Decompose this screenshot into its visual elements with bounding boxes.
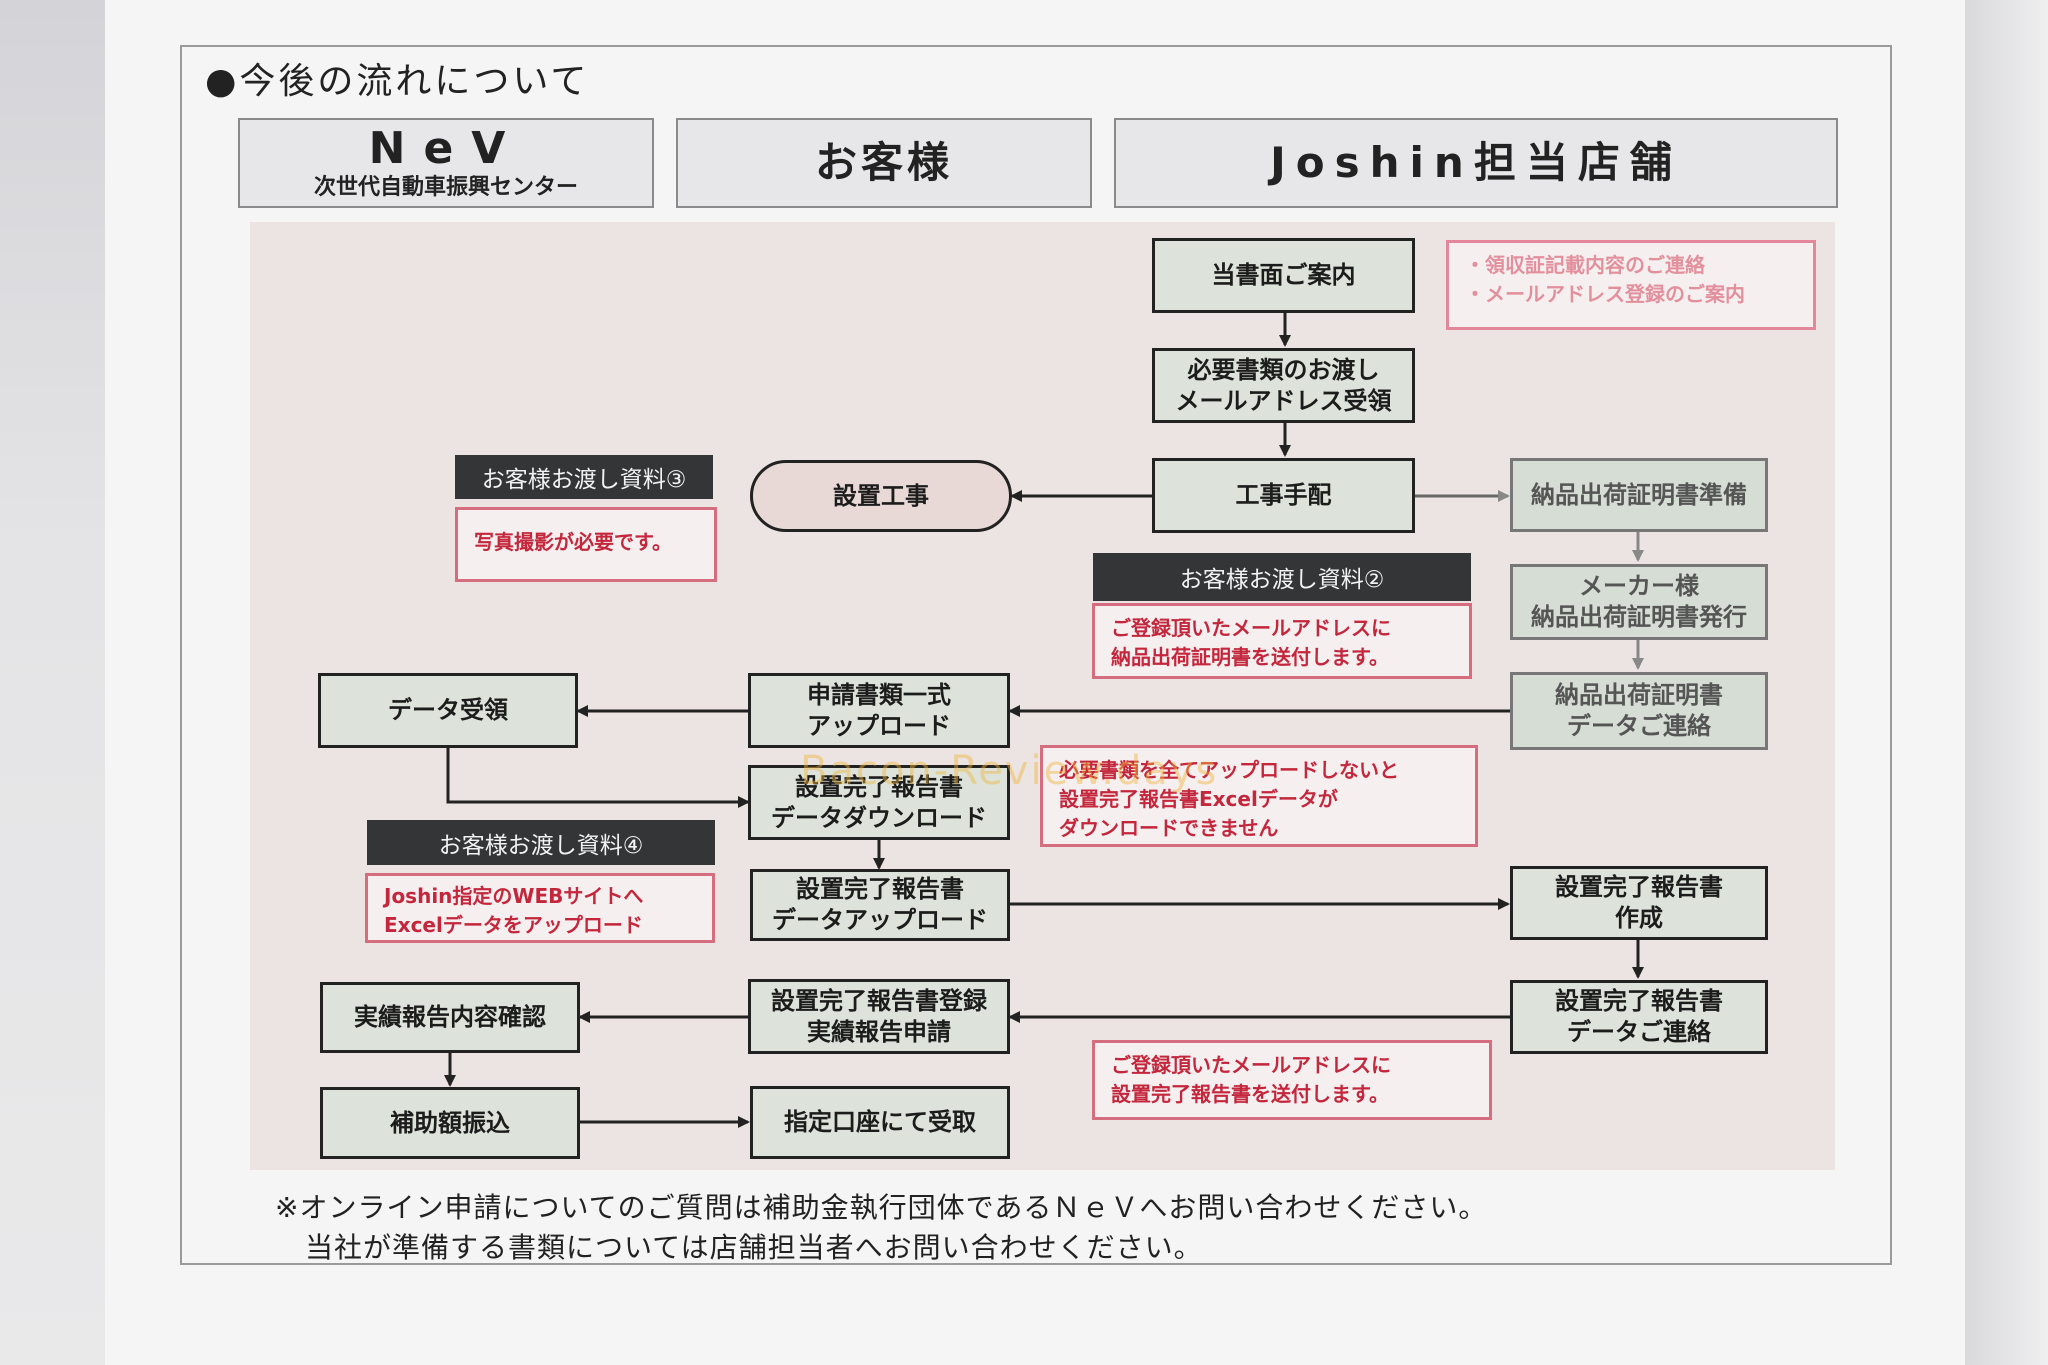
node-text: データダウンロード [771,803,987,832]
node-report-download: 設置完了報告書データダウンロード [748,765,1010,840]
node-text: 実績報告内容確認 [354,1003,546,1031]
node-subsidy-transfer: 補助額振込 [320,1087,580,1159]
note-joshin-web-upload: Joshin指定のWEBサイトへ Excelデータをアップロード [365,873,715,943]
note-text: ダウンロードできません [1059,816,1279,840]
node-text: 必要書類のお渡し [1187,355,1380,384]
node-report-contact: 設置完了報告書データご連絡 [1510,980,1768,1054]
node-report-create: 設置完了報告書作成 [1510,866,1768,940]
label-handout-4: お客様お渡し資料④ [367,820,715,865]
lane-header-nev: NeV 次世代自動車振興センター [238,118,654,208]
node-text: 設置完了報告書 [796,875,964,903]
node-delivery-cert-prep: 納品出荷証明書準備 [1510,458,1768,532]
lane-title: NeV [368,123,524,174]
note-text: 必要書類を全てアップロードしないと [1059,758,1399,782]
node-text: 納品出荷証明書 [1555,681,1723,709]
document-frame [180,45,1892,1265]
node-text: 工事手配 [1235,481,1332,509]
note-text: 設置完了報告書Excelデータが [1059,787,1338,811]
note-email-delivery-cert: ご登録頂いたメールアドレスに 納品出荷証明書を送付します。 [1092,603,1472,679]
node-arrange-work: 工事手配 [1152,458,1415,533]
note-upload-warning: 必要書類を全てアップロードしないと 設置完了報告書Excelデータが ダウンロー… [1040,745,1478,847]
note-text: ・メールアドレス登録のご案内 [1465,282,1745,306]
lane-subtitle: 次世代自動車振興センター [313,175,578,200]
node-text: 設置工事 [833,481,929,510]
node-report-register: 設置完了報告書登録実績報告申請 [748,979,1010,1054]
node-handover-documents: 必要書類のお渡しメールアドレス受領 [1152,348,1415,423]
node-installation-work: 設置工事 [750,460,1012,532]
note-text: 写真撮影が必要です。 [474,530,672,554]
node-text: データご連絡 [1567,712,1711,740]
note-photo-required: 写真撮影が必要です。 [455,507,717,582]
note-text: 納品出荷証明書を送付します。 [1111,645,1389,669]
node-text: 納品出荷証明書発行 [1531,603,1747,631]
lane-header-joshin: Joshin担当店舗 [1114,118,1838,208]
node-delivery-cert-contact: 納品出荷証明書データご連絡 [1510,672,1768,750]
note-text: 設置完了報告書を送付します。 [1111,1082,1389,1106]
note-text: Joshin指定のWEBサイトへ [384,884,644,908]
lane-title: Joshin担当店舗 [1270,138,1682,187]
label-handout-3: お客様お渡し資料③ [455,455,713,499]
node-text: メールアドレス受領 [1175,386,1392,415]
node-text: データご連絡 [1567,1018,1711,1046]
node-text: データアップロード [772,906,988,934]
footer-line: ※オンライン申請についてのご質問は補助金執行団体であるＮｅＶへお問い合わせくださ… [275,1191,1488,1224]
node-text: メーカー様 [1579,572,1699,600]
note-text: ・領収証記載内容のご連絡 [1465,253,1705,277]
node-text: 指定口座にて受取 [784,1108,976,1136]
node-result-confirm: 実績報告内容確認 [320,982,580,1053]
node-text: データ受領 [388,696,508,724]
node-report-upload: 設置完了報告書データアップロード [750,869,1010,941]
node-receive-in-account: 指定口座にて受取 [750,1086,1010,1159]
node-text: 設置完了報告書登録 [771,986,987,1015]
note-text: ご登録頂いたメールアドレスに [1111,1053,1391,1077]
section-heading: ●今後の流れについて [205,61,590,102]
note-text: ご登録頂いたメールアドレスに [1111,616,1391,640]
footer-notes: ※オンライン申請についてのご質問は補助金執行団体であるＮｅＶへお問い合わせくださ… [275,1188,1487,1268]
lane-title: お客様 [814,138,953,187]
paper-edge [1965,0,2048,1365]
node-text: アップロード [807,711,951,740]
node-text: 納品出荷証明書準備 [1531,480,1747,509]
node-text: 補助額振込 [390,1108,510,1137]
node-maker-issue: メーカー様納品出荷証明書発行 [1510,564,1768,640]
node-text: 申請書類一式 [807,680,951,709]
node-text: 設置完了報告書 [795,772,963,801]
arrow-receive-to-download [446,748,750,808]
node-text: 当書面ご案内 [1211,261,1356,289]
footer-line: 当社が準備する書類については店舗担当者へお問い合わせください。 [305,1231,1203,1264]
label-handout-2: お客様お渡し資料② [1093,553,1471,601]
node-document-guide: 当書面ご案内 [1152,238,1415,313]
watermark: Bacon-Review.days [800,748,1219,794]
node-text: 実績報告申請 [807,1017,951,1046]
node-upload-application: 申請書類一式アップロード [748,673,1010,748]
lane-header-customer: お客様 [676,118,1092,208]
node-text: 設置完了報告書 [1555,987,1723,1015]
note-email-report: ご登録頂いたメールアドレスに 設置完了報告書を送付します。 [1092,1040,1492,1120]
node-text: 作成 [1615,904,1663,932]
note-receipt-email: ・領収証記載内容のご連絡 ・メールアドレス登録のご案内 [1446,240,1816,330]
node-data-receipt: データ受領 [318,673,578,748]
note-text: Excelデータをアップロード [384,913,643,937]
node-text: 設置完了報告書 [1555,873,1723,901]
